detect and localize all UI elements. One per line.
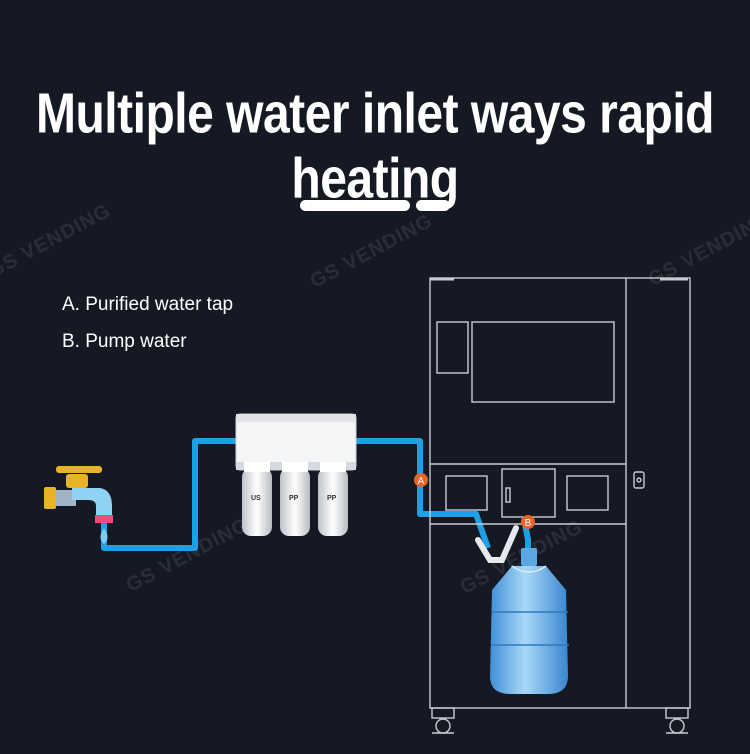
marker-a: A <box>414 473 428 487</box>
page-title: Multiple water inlet ways rapid heating <box>36 83 715 211</box>
water-bottle-icon <box>490 548 569 694</box>
dispense-window-right <box>566 475 609 511</box>
display-screen <box>471 321 615 403</box>
caster-wheel-icon <box>665 707 689 734</box>
marker-b: B <box>521 515 535 529</box>
filter-label: PP <box>289 495 299 502</box>
water-drop-icon <box>100 528 108 544</box>
hose-connector <box>475 525 519 563</box>
marker-b-label: B <box>525 518 532 529</box>
faucet-icon <box>44 466 113 523</box>
filter-label: PP <box>327 495 337 502</box>
filter-label: US <box>251 495 261 502</box>
card-reader-panel <box>436 321 469 374</box>
lock-icon <box>633 471 645 489</box>
caster-wheel-icon <box>431 707 455 734</box>
marker-a-label: A <box>418 476 425 487</box>
legend-item-b: B. Pump water <box>62 331 187 352</box>
title-underline-long <box>300 200 410 211</box>
title-underline-short <box>416 200 450 211</box>
filter-unit-icon: US PP PP <box>235 413 357 536</box>
legend-item-a: A. Purified water tap <box>62 294 234 315</box>
dispense-window-left <box>445 475 488 511</box>
